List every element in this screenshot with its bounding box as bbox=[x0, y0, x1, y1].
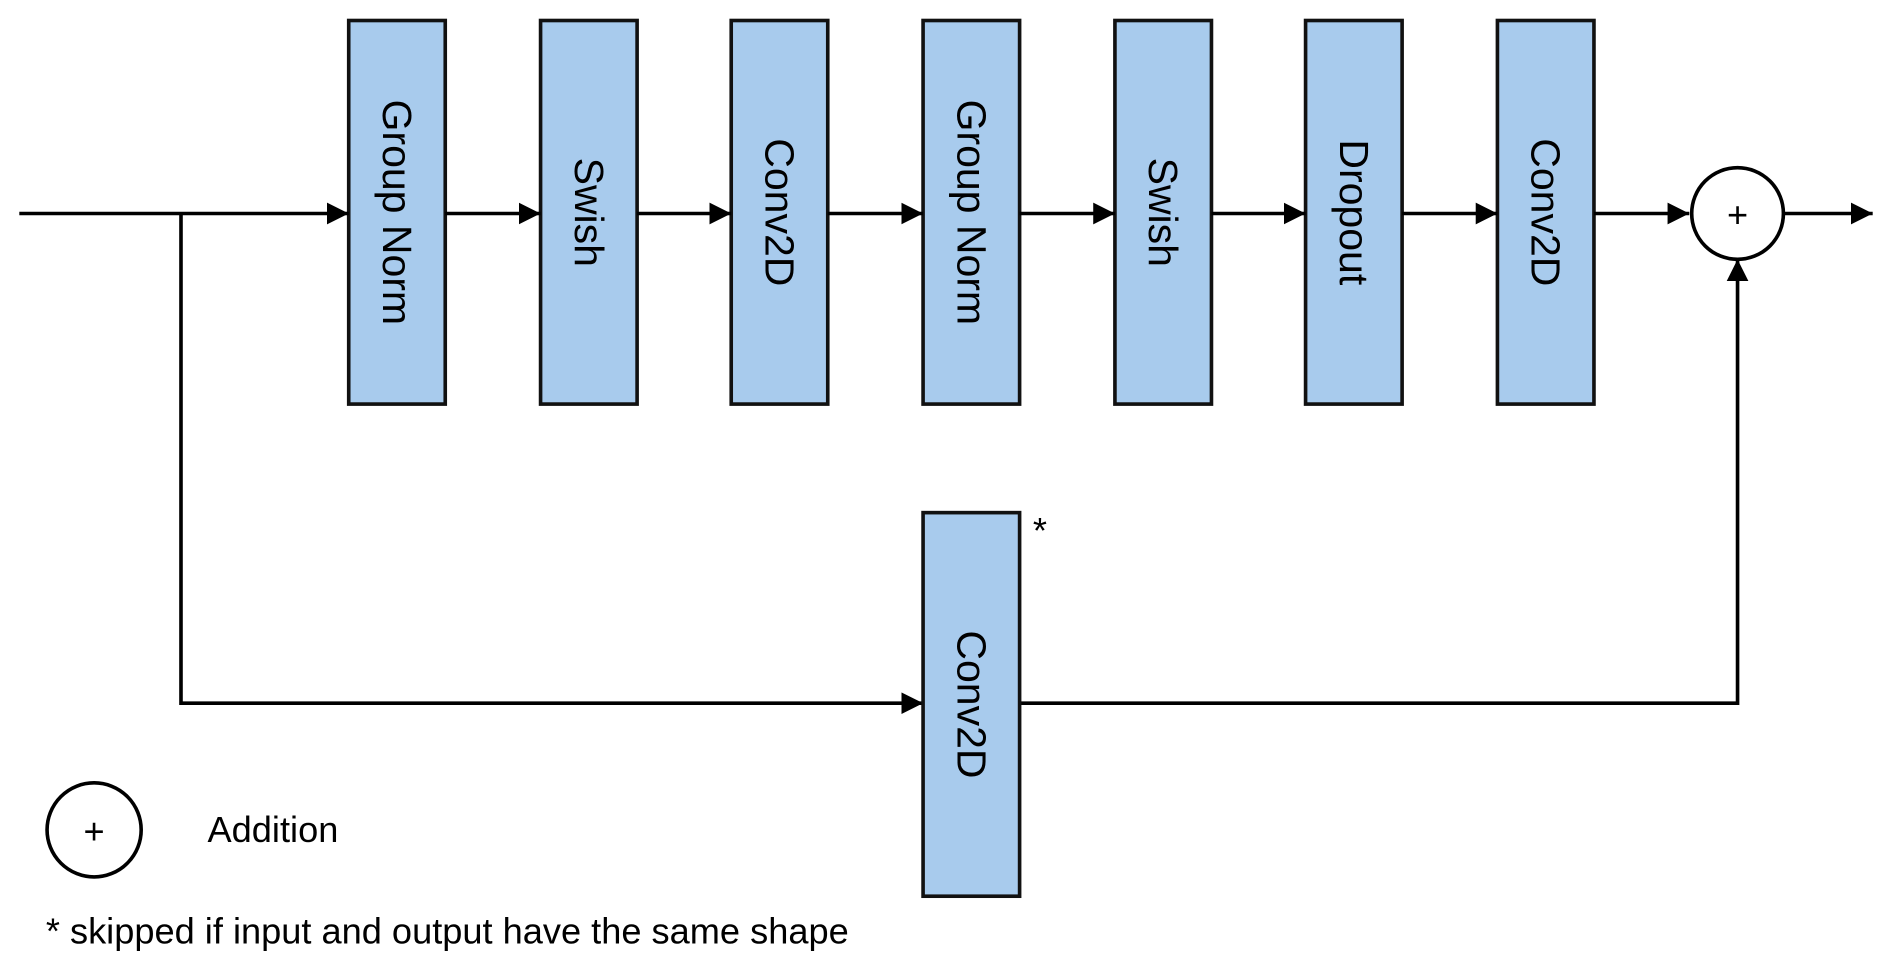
legend-addition-icon bbox=[45, 781, 143, 879]
addition-symbol: + bbox=[1727, 194, 1748, 235]
block-conv2d bbox=[1495, 18, 1596, 406]
block-label: Group Norm bbox=[374, 100, 420, 326]
skip-conv2d-label: Conv2D bbox=[948, 630, 994, 778]
skip-conv2d-block bbox=[921, 510, 1022, 899]
block-swish bbox=[538, 18, 639, 406]
legend-addition-symbol: + bbox=[84, 811, 105, 852]
skip-connection-line bbox=[179, 213, 924, 715]
block-label: Dropout bbox=[1331, 139, 1377, 285]
block-swish bbox=[1113, 18, 1214, 406]
block-conv2d bbox=[729, 18, 830, 406]
footnote: * skipped if input and output have the s… bbox=[46, 910, 849, 951]
block-label: Swish bbox=[1140, 158, 1186, 267]
block-label: Conv2D bbox=[756, 138, 802, 286]
block-label: Conv2D bbox=[1523, 138, 1569, 286]
skip-asterisk: * bbox=[1033, 510, 1047, 551]
skip-output-line bbox=[1019, 259, 1749, 706]
block-label: Swish bbox=[566, 158, 612, 267]
block-group-norm bbox=[346, 18, 448, 406]
legend-addition-label: Addition bbox=[208, 809, 339, 850]
block-label: Group Norm bbox=[948, 100, 994, 326]
